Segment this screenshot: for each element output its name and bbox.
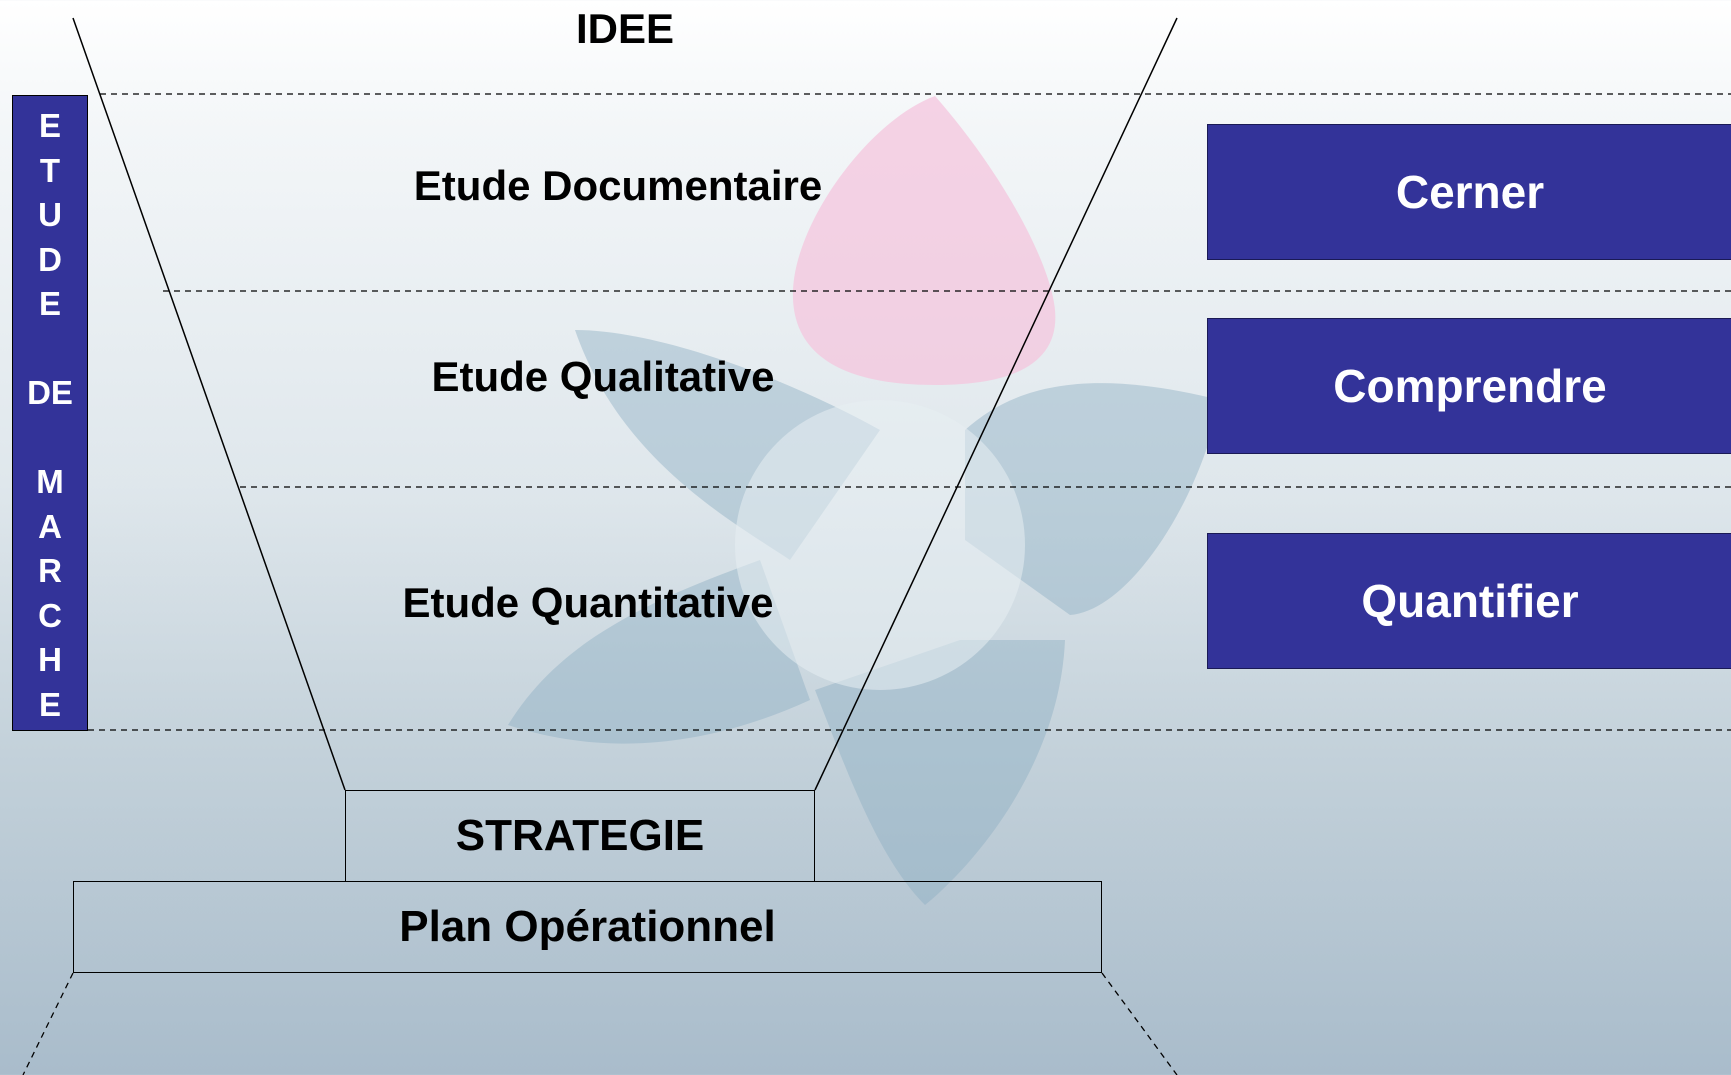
base-perspective-left [22,972,74,1075]
banner-letter: T [39,151,61,189]
banner-letter: E [38,107,61,144]
base-perspective-right [1101,972,1178,1075]
action-label-comprendre: Comprendre [1333,360,1607,412]
banner-letter: DE [27,374,73,411]
flower-petal-top [792,96,1056,385]
etude-de-marche-banner: E T U D E DE M A R C H E [12,95,88,731]
funnel-right-side [814,17,1178,791]
stage-label-qualitative: Etude Qualitative [431,353,775,400]
flower-center [735,400,1025,690]
banner-spacer [13,416,87,461]
banner-letter: E [38,685,61,723]
plan-operationnel-box: Plan Opérationnel [73,881,1102,973]
idee-label: IDEE [575,5,675,52]
banner-letter: U [38,196,62,233]
action-label-cerner: Cerner [1395,166,1545,218]
banner-letter: C [38,596,62,634]
funnel-left-side [72,17,346,791]
banner-spacer [13,327,87,372]
strategie-box: STRATEGIE [345,790,815,882]
banner-letter: E [38,285,61,322]
banner-letter: A [38,507,62,545]
stage-label-quantitative: Etude Quantitative [402,579,774,626]
flower-petal-bottom-left [508,560,810,744]
action-box-cerner: Cerner [1207,124,1731,260]
action-label-quantifier: Quantifier [1361,575,1579,627]
action-box-quantifier: Quantifier [1207,533,1731,669]
plan-operationnel-label: Plan Opérationnel [399,902,776,951]
flower-logo [508,96,1220,905]
strategie-label: STRATEGIE [455,811,705,860]
flower-petal-bottom-right [815,640,1065,905]
flower-petal-right [965,383,1220,615]
action-box-comprendre: Comprendre [1207,318,1731,454]
banner-letter: D [38,240,62,278]
stage-label-documentaire: Etude Documentaire [413,162,823,209]
banner-letter: M [36,463,64,500]
banner-letter: R [38,552,62,589]
banner-letter: H [38,641,62,678]
